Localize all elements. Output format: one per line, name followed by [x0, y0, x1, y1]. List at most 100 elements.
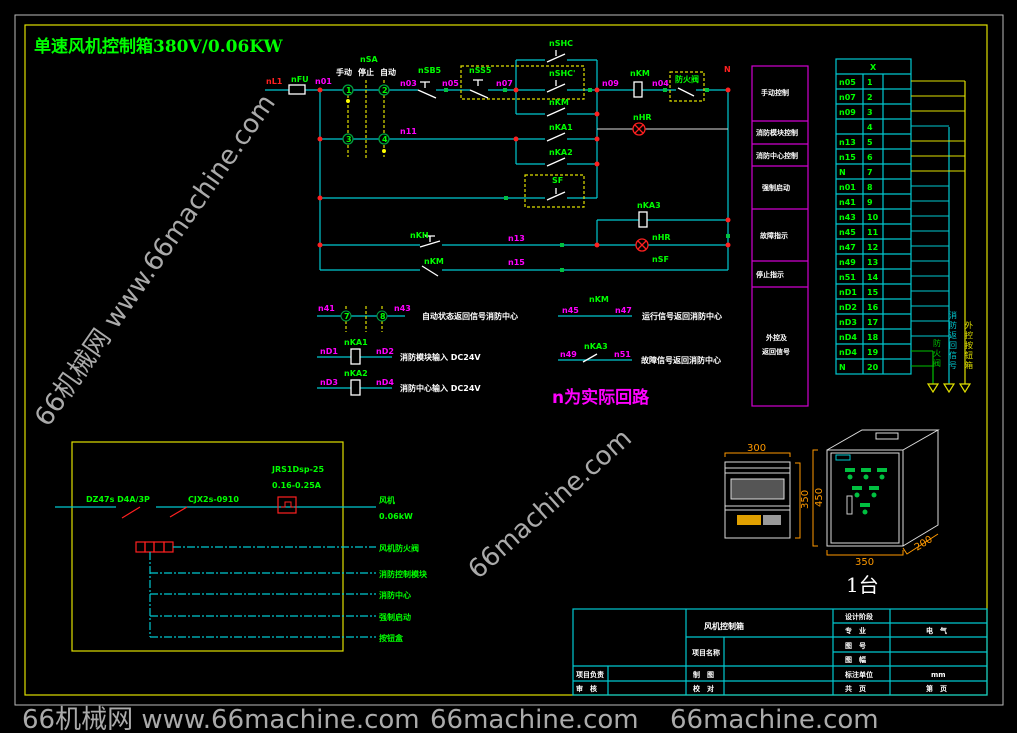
cabinet-front-view: [724, 461, 791, 539]
svg-text:nKA3: nKA3: [637, 201, 661, 210]
svg-text:CJX2s-0910: CJX2s-0910: [188, 495, 239, 504]
watermark: 66机械网 www.66machine.com: [22, 705, 420, 733]
svg-text:nKA1: nKA1: [549, 123, 573, 132]
terminal-row: 4: [867, 123, 873, 132]
terminal-wire-label: N: [839, 363, 846, 372]
note-text: n为实际回路: [552, 387, 650, 408]
thermal-relay-symbol: [277, 496, 297, 514]
svg-text:按钮盒: 按钮盒: [379, 633, 404, 643]
svg-text:450: 450: [814, 488, 825, 507]
svg-text:nKA1: nKA1: [344, 338, 368, 347]
terminal-wire-label: n43: [839, 213, 856, 222]
svg-text:nFU: nFU: [291, 75, 309, 84]
terminal-wire-label: nD1: [839, 288, 857, 297]
svg-text:消防中心: 消防中心: [379, 590, 411, 600]
svg-text:nD4: nD4: [376, 378, 394, 387]
terminal-wire-label: n07: [839, 93, 856, 102]
svg-text:设计阶段: 设计阶段: [845, 612, 873, 621]
svg-text:nKM: nKM: [549, 98, 569, 107]
svg-text:nSS5: nSS5: [469, 66, 492, 75]
svg-text:n43: n43: [394, 304, 411, 313]
terminal-wire-label: n51: [839, 273, 856, 282]
svg-text:nSHC': nSHC': [549, 69, 575, 78]
terminal-number: 16: [867, 303, 879, 312]
lamp-icon: [632, 122, 646, 136]
terminal-row: n41 9: [839, 198, 873, 207]
signal-legend: 7 8 n41 n43 自动状态返回信号消防中心 nD1 nKA1 nD2 消防…: [317, 295, 722, 408]
svg-text:350: 350: [800, 490, 811, 509]
svg-text:风机控制箱: 风机控制箱: [704, 621, 744, 631]
svg-text:nKH: nKH: [410, 231, 429, 240]
svg-text:n04: n04: [652, 79, 669, 88]
terminal-number: 9: [867, 198, 873, 207]
svg-text:自动: 自动: [380, 67, 396, 77]
terminal-wire-label: n01: [839, 183, 856, 192]
svg-text:强制启动: 强制启动: [379, 612, 411, 622]
svg-text:2: 2: [382, 86, 388, 95]
terminal-wire-label: n09: [839, 108, 856, 117]
svg-text:nKA2: nKA2: [549, 148, 573, 157]
fuse-symbol: [288, 84, 306, 95]
svg-text:审 核: 审 核: [576, 684, 597, 693]
svg-text:消防控制模块: 消防控制模块: [379, 569, 428, 579]
terminal-wire-label: nD4: [839, 333, 857, 342]
terminal-number: 2: [867, 93, 873, 102]
svg-text:nSA: nSA: [360, 55, 378, 64]
svg-text:nSHC: nSHC: [549, 39, 573, 48]
svg-text:N: N: [724, 65, 731, 74]
svg-text:风机: 风机: [379, 495, 395, 505]
terminal-number: 17: [867, 318, 878, 327]
function-column: 手动控制 消防模块控制 消防中心控制 强制启动 故障指示 停止指示 外控及 返回…: [751, 65, 809, 407]
terminal-number: 14: [867, 273, 879, 282]
title-block: 风机控制箱 项目名称 项目负责 审 核 制 图 校 对 设计阶段 专 业 电 气…: [572, 608, 988, 696]
svg-text:强制启动: 强制启动: [762, 183, 790, 192]
terminal-wire-label: n47: [839, 243, 856, 252]
svg-text:第 页: 第 页: [926, 684, 947, 693]
svg-text:n09: n09: [602, 79, 619, 88]
watermark: 66machine.com: [463, 423, 638, 585]
svg-text:风机防火阀: 风机防火阀: [379, 543, 419, 553]
svg-text:n15: n15: [508, 258, 525, 267]
svg-text:4: 4: [382, 135, 388, 144]
drawing-title: 单速风机控制箱380V/0.06KW: [34, 36, 283, 57]
cabinet-3d-view: [826, 429, 940, 547]
svg-text:nD3: nD3: [320, 378, 338, 387]
svg-text:JRS1Dsp-25: JRS1Dsp-25: [271, 465, 324, 474]
inner-frame: [24, 24, 988, 696]
svg-text:故障信号返回消防中心: 故障信号返回消防中心: [641, 355, 721, 365]
bus-label-return-signal: 消防返回信号: [949, 310, 957, 370]
svg-text:消防模块控制: 消防模块控制: [756, 128, 798, 137]
svg-text:SF: SF: [552, 176, 563, 185]
terminal-wire-label: n05: [839, 78, 856, 87]
watermark: 66machine.com: [430, 705, 639, 733]
svg-text:项目名称: 项目名称: [692, 648, 720, 657]
quantity-label: 1台: [846, 573, 879, 597]
svg-text:n03: n03: [400, 79, 417, 88]
svg-text:n45: n45: [562, 306, 579, 315]
bus-label-fire-valve: 防火阀: [933, 338, 941, 368]
svg-text:8: 8: [380, 312, 386, 321]
svg-text:0.16-0.25A: 0.16-0.25A: [272, 481, 322, 490]
svg-text:制 图: 制 图: [693, 670, 714, 679]
svg-text:n07: n07: [496, 79, 513, 88]
lamp-icon: [635, 238, 649, 252]
svg-text:n11: n11: [400, 127, 417, 136]
svg-text:故障指示: 故障指示: [760, 231, 788, 240]
terminal-wire-label: n41: [839, 198, 856, 207]
svg-text:消防中心控制: 消防中心控制: [756, 151, 798, 160]
svg-text:0.06kW: 0.06kW: [379, 512, 413, 521]
terminal-wire-label: n49: [839, 258, 856, 267]
terminal-number: 3: [867, 108, 873, 117]
svg-text:7: 7: [344, 312, 350, 321]
svg-text:nKM: nKM: [589, 295, 609, 304]
terminal-row: n51 14: [839, 273, 879, 282]
